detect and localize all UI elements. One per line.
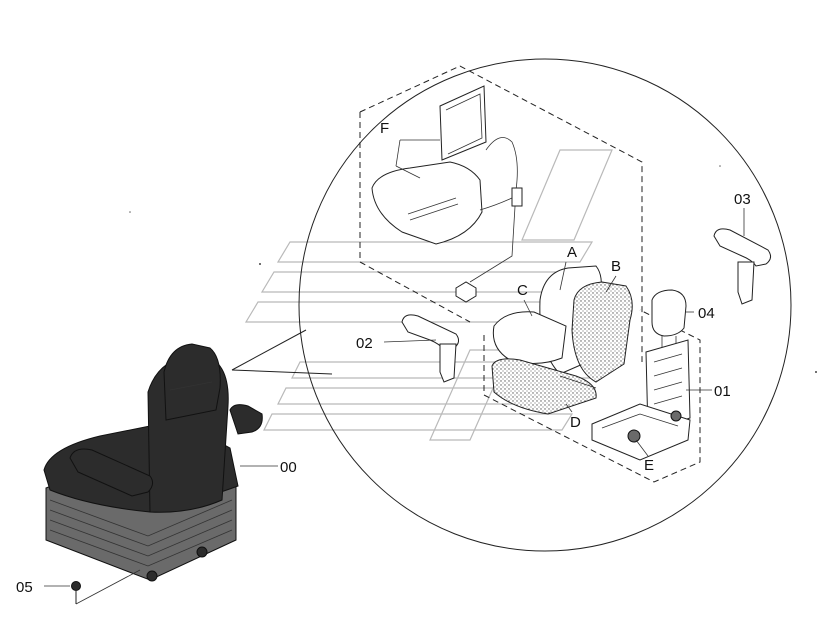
detail-circle [231,58,792,552]
seat-assembly-00 [43,343,263,582]
label-02: 02 [356,335,373,352]
label-a: A [567,244,577,261]
label-00: 00 [280,459,297,476]
label-c: C [517,282,528,299]
group-f-dashed-box [359,65,643,362]
armrest-03 [713,228,772,305]
label-05: 05 [16,579,33,596]
label-03: 03 [734,191,751,208]
label-04: 04 [698,305,715,322]
group-01-dashed-box [483,309,701,483]
seat-frame-01 [591,339,691,461]
specks [129,165,817,373]
leader-lines [44,139,745,605]
label-b: B [611,258,621,275]
label-f: F [380,120,389,137]
callout-labels: F A B C D E 02 03 04 01 00 05 [16,120,751,596]
label-01: 01 [714,383,731,400]
armrest-02 [401,314,460,383]
suspension-pad-f [371,85,523,303]
label-d: D [570,414,581,431]
bolt-05 [71,581,81,604]
cushion-parts [491,265,633,415]
label-e: E [644,457,654,474]
